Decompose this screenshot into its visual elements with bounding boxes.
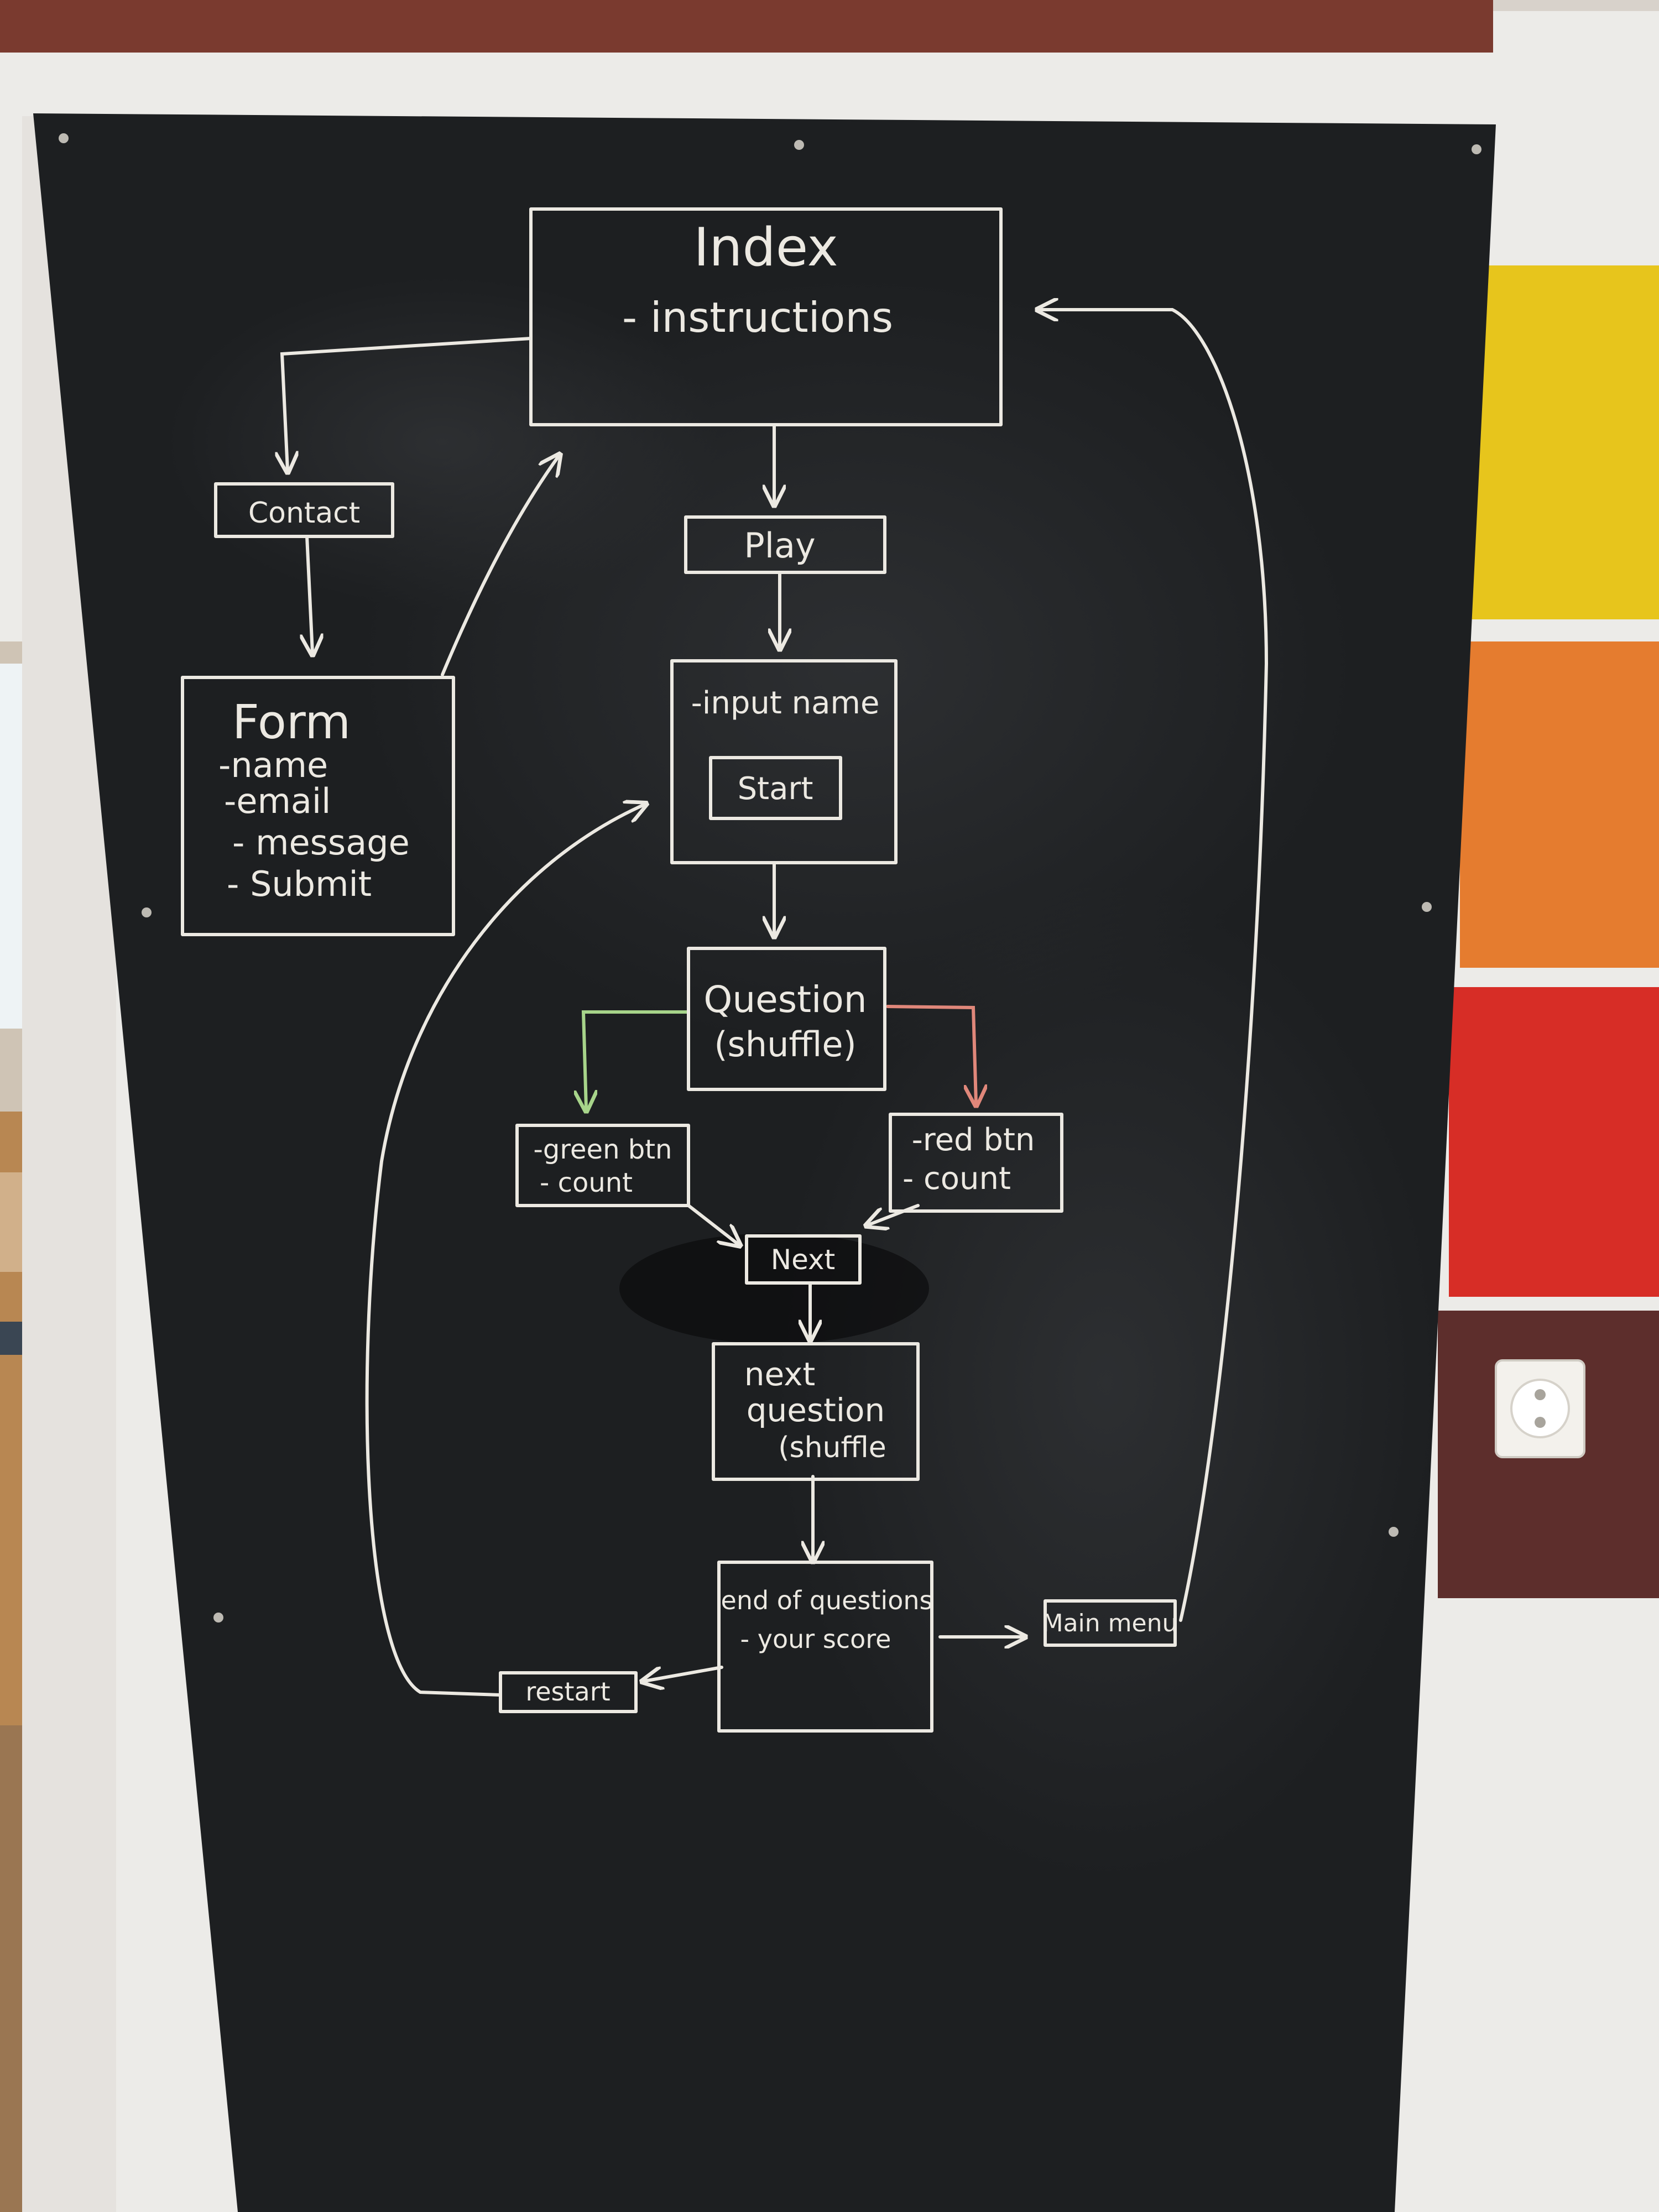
- node-question-line: (shuffle): [714, 1024, 856, 1065]
- node-index-line: - instructions: [622, 293, 893, 342]
- node-input-line: -input name: [691, 685, 880, 721]
- board-screw: [142, 907, 152, 917]
- arrow-form-to-index: [441, 456, 559, 676]
- node-green-btn-line: -green btn: [534, 1134, 672, 1165]
- arrow-redbtn-to-next: [868, 1204, 920, 1225]
- board-screw: [213, 1613, 223, 1623]
- node-question: Question (shuffle): [687, 947, 886, 1091]
- node-next-question-line: next: [744, 1355, 816, 1393]
- node-end-line: end of questions: [721, 1585, 933, 1615]
- arrow-greenbtn-to-next: [687, 1204, 738, 1244]
- node-index-title: Index: [693, 217, 838, 278]
- arrow-restart-to-input: [365, 805, 644, 1697]
- node-input-name: -input name Start: [670, 659, 898, 864]
- node-restart-label: restart: [525, 1677, 610, 1707]
- board-screw: [1389, 1527, 1399, 1537]
- board-screw: [59, 133, 69, 143]
- node-play: Play: [684, 515, 886, 574]
- node-green-btn-line: - count: [540, 1167, 633, 1198]
- node-main-menu-label: Main menu: [1042, 1609, 1178, 1637]
- power-outlet-icon: [1495, 1359, 1585, 1458]
- arrow-end-to-restart: [644, 1666, 723, 1681]
- arrow-mainmenu-to-index: [1040, 310, 1269, 1622]
- node-form-line: -name: [218, 745, 328, 785]
- node-contact-label: Contact: [248, 497, 360, 530]
- board-screw: [1472, 144, 1481, 154]
- node-main-menu: Main menu: [1042, 1599, 1178, 1647]
- ceiling-trim: [0, 0, 1493, 53]
- node-red-btn-line: - count: [902, 1161, 1011, 1197]
- stripe-orange: [1460, 641, 1659, 968]
- node-contact: Contact: [214, 482, 394, 538]
- start-button-sketch: [709, 756, 842, 820]
- node-form-line: -email: [224, 781, 331, 821]
- node-index: Index - instructions: [529, 207, 1003, 426]
- stripe-red: [1449, 987, 1659, 1297]
- board-screw: [794, 140, 804, 150]
- board-screw: [1422, 902, 1432, 912]
- node-form: Form -name -email - message - Submit: [181, 676, 455, 936]
- node-next-question-line: (shuffle: [778, 1431, 886, 1464]
- node-green-btn: -green btn - count: [515, 1124, 690, 1207]
- node-red-btn-line: -red btn: [912, 1122, 1035, 1158]
- node-next-label: Next: [771, 1244, 835, 1276]
- ceiling-trim-light: [1493, 0, 1659, 11]
- node-next-question-line: question: [747, 1391, 885, 1429]
- arrow-contact-to-form: [307, 535, 312, 653]
- node-end-line: - your score: [740, 1624, 891, 1654]
- node-form-title: Form: [232, 695, 351, 750]
- start-button-label: Start: [738, 771, 813, 807]
- node-next-question: next question (shuffle: [712, 1342, 920, 1481]
- arrow-question-to-redbtn: [886, 1005, 976, 1103]
- node-end-of-questions: end of questions - your score: [717, 1561, 933, 1733]
- node-form-line: - message: [232, 822, 410, 863]
- arrow-index-to-contact: [282, 337, 533, 470]
- connectors: [282, 310, 1269, 1697]
- node-next: Next: [745, 1234, 862, 1285]
- node-play-label: Play: [744, 525, 815, 566]
- chalkboard: [33, 113, 1496, 2212]
- node-restart: restart: [499, 1671, 638, 1713]
- arrow-question-to-greenbtn: [583, 1010, 690, 1109]
- stripe-yellow: [1471, 265, 1659, 619]
- node-question-line: Question: [703, 978, 867, 1021]
- node-form-line: - Submit: [227, 864, 372, 904]
- node-red-btn: -red btn - count: [889, 1113, 1063, 1213]
